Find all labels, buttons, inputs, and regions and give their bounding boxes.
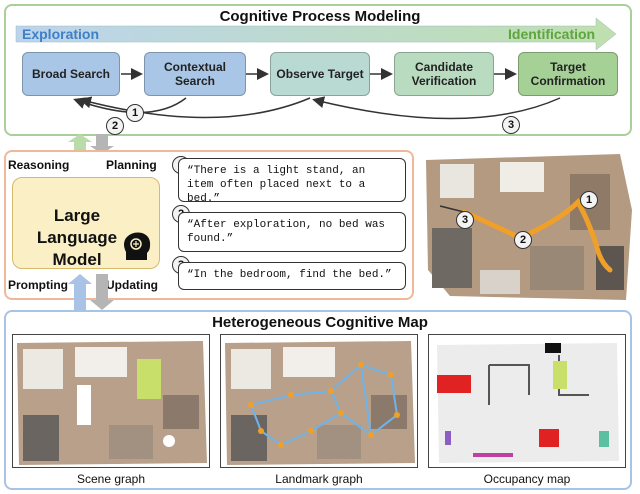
occupancy-map-image [428, 334, 626, 468]
updating-label: Updating [106, 278, 158, 292]
llm-title: Large Language Model [36, 206, 118, 269]
caption-landmark-graph: Landmark graph [275, 472, 363, 486]
quote-2: “After exploration, no bed was found.” [178, 212, 406, 252]
scene-graph-image [12, 334, 210, 468]
loop-number-3: 3 [502, 116, 520, 134]
brain-head-icon [124, 232, 151, 260]
reasoning-label: Reasoning [8, 158, 70, 172]
step-candidate-verification: Candidate Verification [394, 52, 494, 96]
landmark-graph-image [220, 334, 418, 468]
loop-number-2: 2 [106, 117, 124, 135]
room-path-render [420, 150, 634, 304]
step-target-confirmation: Target Confirmation [518, 52, 618, 96]
caption-occupancy-map: Occupancy map [483, 472, 571, 486]
identification-label: Identification [508, 26, 596, 42]
step-contextual-search: Contextual Search [144, 52, 246, 96]
loop-number-1: 1 [126, 104, 144, 122]
path-number-3: 3 [456, 211, 474, 229]
prompting-updating-arrows [68, 274, 114, 312]
planning-label: Planning [106, 158, 157, 172]
path-number-1: 1 [580, 191, 598, 209]
exploration-label: Exploration [22, 26, 100, 42]
quote-3: “In the bedroom, find the bed.” [178, 262, 406, 290]
prompting-label: Prompting [8, 278, 68, 292]
reasoning-planning-arrows [68, 134, 114, 154]
quote-1: “There is a light stand, an item often p… [178, 158, 406, 205]
caption-scene-graph: Scene graph [76, 472, 146, 486]
path-number-2: 2 [514, 231, 532, 249]
cognitive-process-title: Cognitive Process Modeling [219, 8, 421, 25]
step-observe-target: Observe Target [270, 52, 370, 96]
cognitive-map-title: Heterogeneous Cognitive Map [212, 314, 428, 331]
process-arrow-graphic [15, 17, 617, 120]
step-broad-search: Broad Search [22, 52, 120, 96]
